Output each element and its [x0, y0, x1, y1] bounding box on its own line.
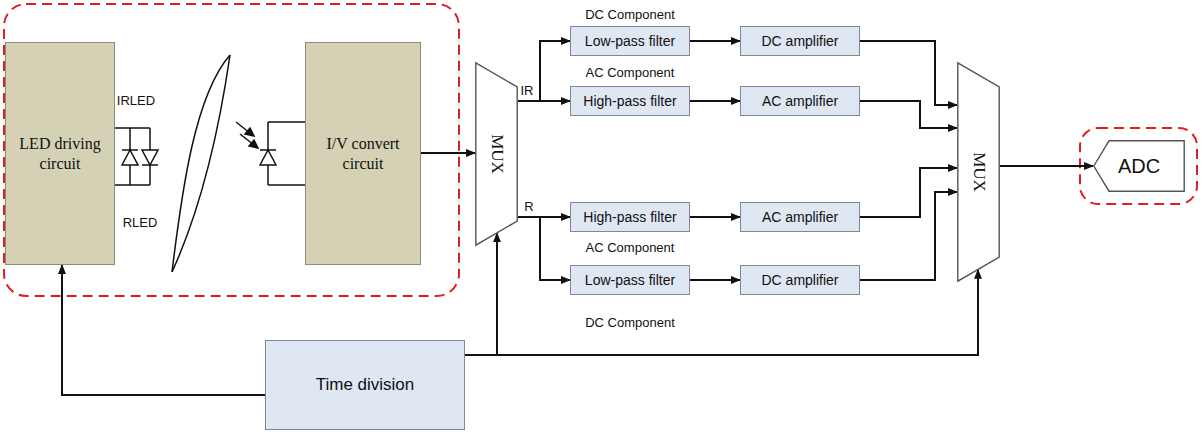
connector — [860, 192, 957, 280]
amplifier-box: AC amplifier — [740, 86, 860, 116]
amplifier-box: AC amplifier — [740, 202, 860, 232]
connector — [690, 40, 740, 42]
connector — [690, 216, 740, 218]
process-box: LED driving circuit — [5, 42, 115, 265]
node-label: DC amplifier — [761, 33, 838, 49]
annotation-label: DC Component — [585, 315, 675, 330]
dashed-region — [1080, 128, 1197, 204]
node-label: Low-pass filter — [585, 33, 675, 49]
node-label: High-pass filter — [583, 93, 676, 109]
filter-box: High-pass filter — [570, 86, 690, 116]
node-label: High-pass filter — [583, 209, 676, 225]
process-box: Time division — [265, 340, 465, 430]
annotation-label: IR — [521, 83, 534, 98]
multiplexer: MUX — [475, 62, 518, 246]
amplifier-box: DC amplifier — [740, 265, 860, 295]
connector — [518, 41, 570, 101]
connector — [421, 152, 475, 154]
connector — [1000, 165, 1093, 167]
annotation-label: R — [524, 199, 533, 214]
node-label: Low-pass filter — [585, 272, 675, 288]
light-arrows — [236, 122, 258, 148]
filter-box: High-pass filter — [570, 202, 690, 232]
adc-block: ADC — [1093, 140, 1185, 192]
connector — [465, 233, 497, 355]
annotation-label: IRLED — [117, 93, 155, 108]
node-label: MUX — [486, 134, 506, 174]
filter-box: Low-pass filter — [570, 265, 690, 295]
process-box: I/V convert circuit — [305, 42, 421, 265]
connector — [860, 41, 957, 105]
node-label: AC amplifier — [762, 93, 838, 109]
connector — [518, 100, 570, 102]
connector — [465, 270, 978, 355]
annotation-label: AC Component — [586, 240, 675, 255]
multiplexer: MUX — [957, 62, 1000, 282]
connector — [62, 265, 265, 395]
node-label: I/V convert circuit — [310, 134, 416, 174]
led-pair — [112, 128, 158, 185]
amplifier-box: DC amplifier — [740, 26, 860, 56]
node-label: LED driving circuit — [10, 134, 110, 174]
connector — [518, 217, 570, 280]
annotation-label: DC Component — [585, 7, 675, 22]
finger — [172, 55, 230, 272]
connector — [690, 279, 740, 281]
dashed-region — [4, 4, 459, 296]
connector — [860, 101, 957, 128]
filter-box: Low-pass filter — [570, 26, 690, 56]
node-label: ADC — [1118, 155, 1160, 178]
node-label: DC amplifier — [761, 272, 838, 288]
annotation-label: RLED — [123, 215, 158, 230]
annotation-label: AC Component — [586, 65, 675, 80]
node-label: MUX — [968, 152, 988, 192]
photodiode — [260, 122, 308, 185]
node-label: Time division — [316, 375, 415, 395]
node-label: AC amplifier — [762, 209, 838, 225]
connector — [690, 100, 740, 102]
